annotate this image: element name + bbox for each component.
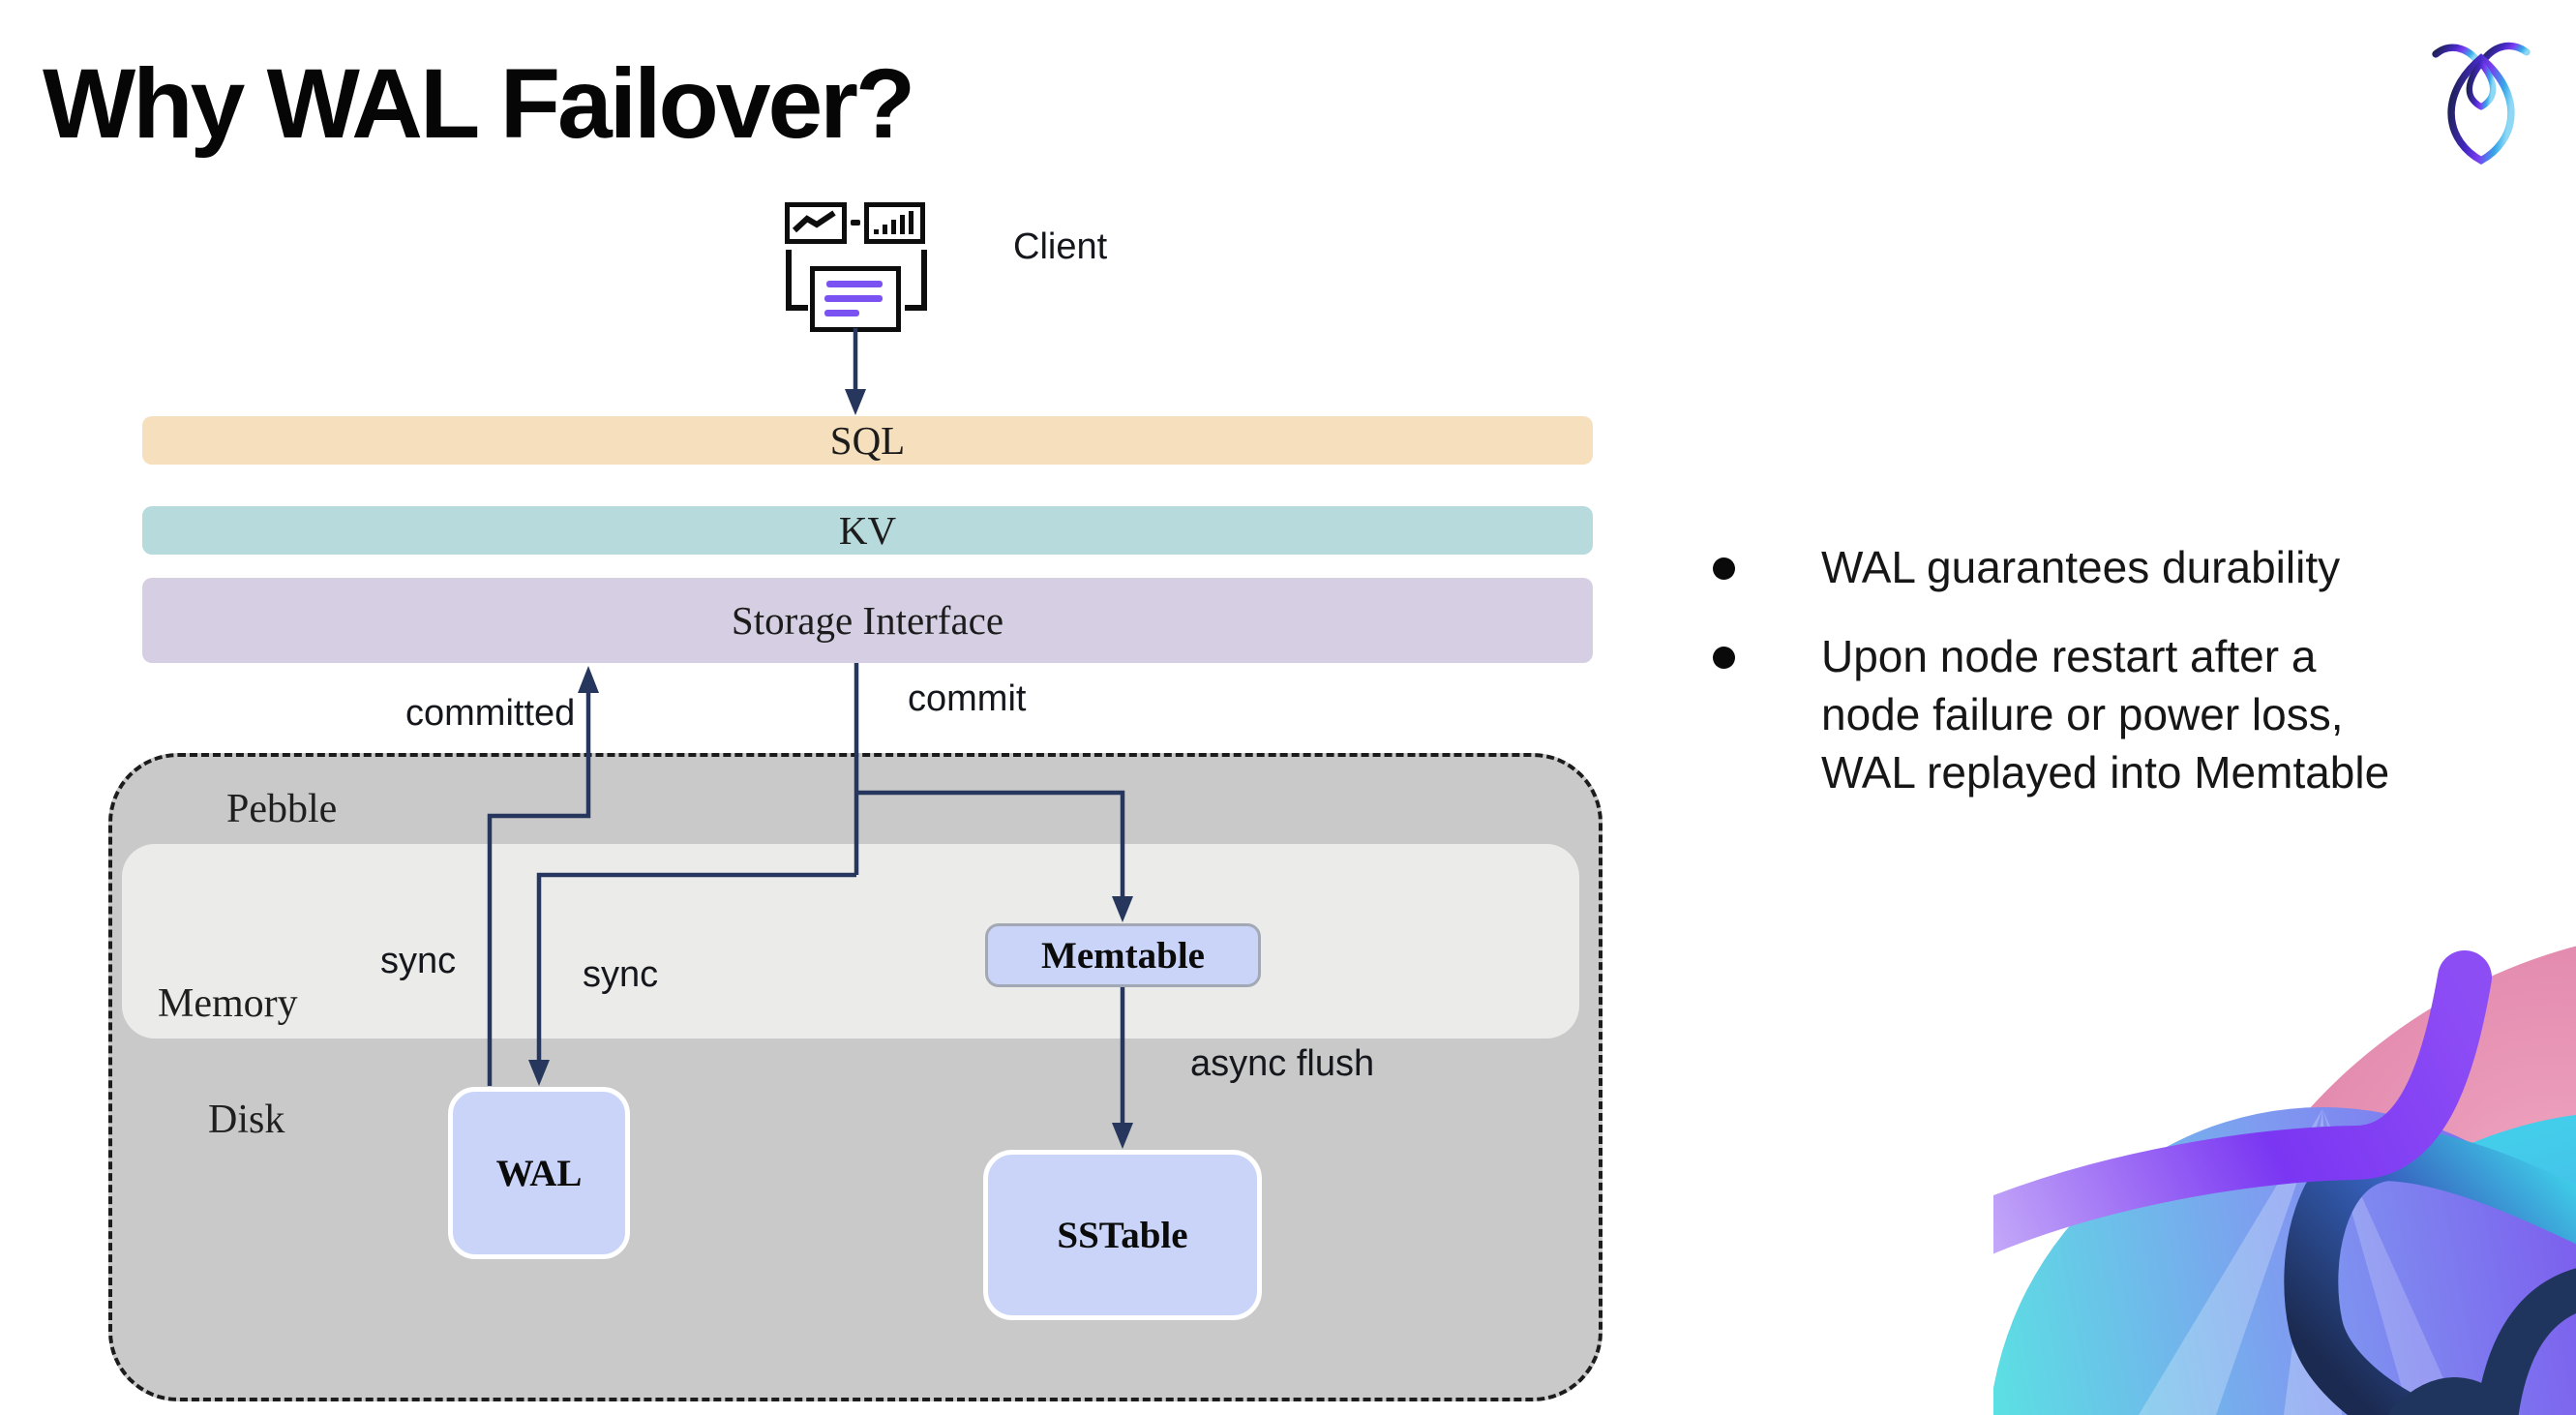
async-flush-edge-label: async flush — [1190, 1043, 1375, 1084]
pebble-label: Pebble — [226, 787, 338, 831]
layer-bar-sql: SQL — [142, 416, 1593, 465]
bullet-2-line-2: node failure or power loss, — [1821, 689, 2344, 739]
list-item: Upon node restart after a node failure o… — [1713, 627, 2545, 801]
arrowhead-up-committed — [578, 666, 599, 693]
list-item: WAL guarantees durability — [1713, 538, 2545, 596]
bullet-2-line-1: Upon node restart after a — [1821, 631, 2317, 681]
client-label: Client — [1013, 226, 1108, 267]
brand-illustration-icon — [1993, 946, 2576, 1415]
bullet-2-line-3: WAL replayed into Memtable — [1821, 747, 2390, 798]
bullet-icon — [1713, 557, 1735, 580]
document-icon — [810, 266, 901, 332]
bar-chart-icon — [864, 202, 925, 244]
bullet-icon — [1713, 647, 1735, 669]
arrowhead-down-sql — [845, 389, 866, 415]
commit-edge-label: commit — [908, 678, 1027, 719]
committed-edge-label: committed — [405, 693, 576, 734]
wal-node-label: WAL — [495, 1152, 583, 1194]
sync-edge-label-right: sync — [583, 954, 659, 995]
bullet-1-line-1: WAL guarantees durability — [1821, 542, 2341, 592]
layer-label-sql: SQL — [829, 418, 906, 463]
layer-label-storage-interface: Storage Interface — [731, 598, 1004, 643]
memory-region — [122, 844, 1579, 1039]
dash-connector-icon — [851, 220, 860, 226]
cockroachdb-logo-icon — [2432, 42, 2531, 165]
layer-bar-storage-interface: Storage Interface — [142, 578, 1593, 663]
memtable-node: Memtable — [985, 923, 1261, 987]
memory-label: Memory — [158, 981, 298, 1026]
memtable-node-label: Memtable — [1041, 934, 1205, 977]
wal-node: WAL — [448, 1087, 630, 1259]
disk-label: Disk — [208, 1098, 285, 1142]
layer-label-kv: KV — [838, 508, 897, 553]
brand-corner-illustration — [1993, 937, 2576, 1415]
line-chart-icon — [785, 202, 847, 244]
screen-bracket-icon — [786, 250, 927, 311]
layer-bar-kv: KV — [142, 506, 1593, 555]
sync-edge-label-left: sync — [380, 941, 457, 981]
page-title: Why WAL Failover? — [43, 48, 915, 159]
sstable-node: SSTable — [983, 1150, 1262, 1320]
bullet-list: WAL guarantees durability Upon node rest… — [1713, 538, 2545, 832]
sstable-node-label: SSTable — [1057, 1214, 1188, 1256]
